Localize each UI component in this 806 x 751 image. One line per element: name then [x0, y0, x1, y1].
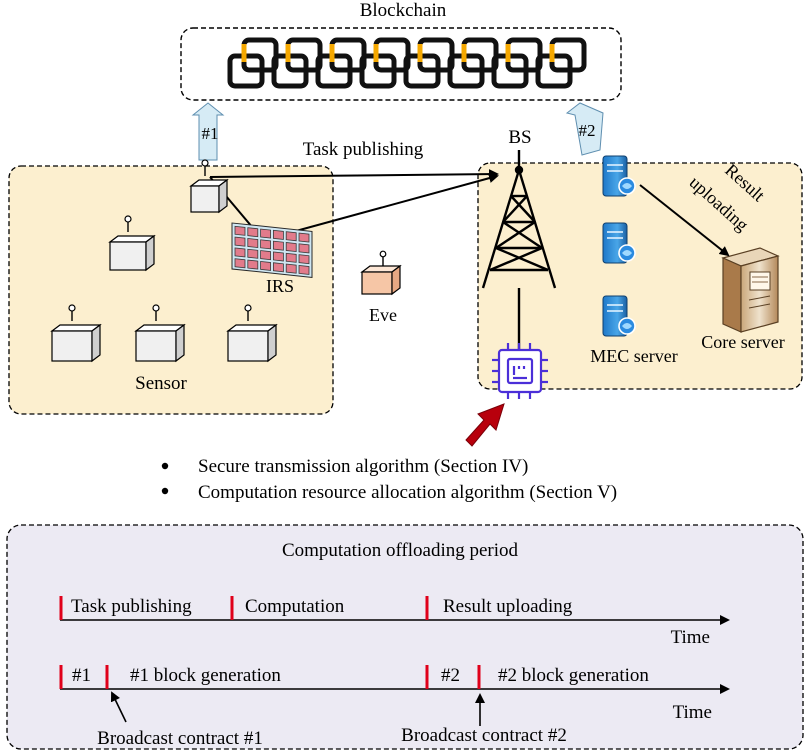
broadcast-contract-1-label: Broadcast contract #1	[97, 728, 263, 749]
mec-server-icon	[602, 295, 636, 337]
mec-server-icon	[602, 155, 636, 197]
timeline-2-block-generation-2: #2 block generation	[498, 665, 649, 686]
timeline-2-block-generation-1: #1 block generation	[130, 665, 281, 686]
task-publishing-label: Task publishing	[303, 139, 424, 160]
irs-element	[234, 247, 246, 258]
irs-element	[260, 260, 272, 271]
bullet-dot	[161, 487, 169, 495]
irs-element	[234, 236, 246, 247]
irs-element	[247, 227, 259, 238]
edge-area-panel	[477, 162, 803, 390]
irs-element	[247, 238, 259, 248]
link-2-label: #2	[579, 121, 596, 140]
irs-element	[298, 254, 310, 265]
irs-element	[273, 240, 284, 251]
chain-link	[315, 37, 367, 89]
period-title: Computation offloading period	[282, 540, 519, 561]
blockchain-box	[180, 27, 622, 101]
upload-arrow-2	[565, 102, 604, 156]
irs-element	[234, 225, 246, 236]
core-server-icon	[721, 247, 780, 333]
irs-element	[260, 239, 272, 250]
irs-element	[298, 232, 310, 243]
link-1-label: #1	[202, 124, 219, 143]
blockchain-chain-icon	[227, 37, 587, 89]
processor-chip-icon	[492, 343, 548, 399]
irs-element	[273, 251, 284, 262]
chain-link	[535, 37, 587, 89]
irs-element	[247, 259, 259, 270]
sensor-device-icon	[226, 304, 278, 363]
irs-element	[298, 264, 310, 275]
upload-arrow-1	[191, 102, 225, 161]
eve-icon	[360, 250, 402, 296]
bs-label: BS	[508, 127, 531, 148]
sensor-label: Sensor	[135, 373, 187, 394]
sensor-device-icon	[108, 215, 156, 272]
irs-element	[260, 228, 272, 239]
irs-element	[247, 248, 259, 259]
irs-element	[298, 243, 310, 254]
core-server-label: Core server	[701, 332, 784, 352]
base-station-tower-icon	[481, 150, 557, 350]
offloading-period-panel	[6, 524, 804, 750]
broadcast-contract-1-arrow	[110, 691, 127, 723]
irs-element	[273, 262, 284, 273]
irs-element	[273, 229, 284, 240]
irs-element	[285, 242, 297, 252]
timeline-1-result-uploading: Result uploading	[443, 596, 573, 617]
bullet-dot	[161, 462, 169, 470]
irs-icon	[231, 222, 313, 278]
sensor-device-icon	[134, 304, 186, 363]
timeline-2-slot-1: #1	[72, 665, 91, 686]
broadcast-contract-2-label: Broadcast contract #2	[401, 725, 567, 746]
sensor-device-icon	[50, 304, 102, 363]
timeline-2-slot-2: #2	[441, 665, 460, 686]
mec-server-label: MEC server	[590, 346, 677, 366]
sensor-device-icon	[189, 159, 229, 214]
timeline-1-time-label: Time	[671, 627, 710, 648]
blockchain-label: Blockchain	[360, 0, 447, 21]
result-uploading-arrow	[639, 184, 730, 257]
algorithm-pointer-arrow	[465, 403, 505, 447]
irs-element	[285, 231, 297, 242]
irs-label: IRS	[266, 276, 294, 296]
mec-server-icon	[602, 222, 636, 264]
irs-element	[260, 250, 272, 261]
timeline-1-computation: Computation	[245, 596, 345, 617]
irs-element	[285, 263, 297, 274]
bullet-secure-transmission: Secure transmission algorithm (Section I…	[198, 456, 528, 477]
irs-element	[285, 252, 297, 263]
timeline-1-task-publishing: Task publishing	[71, 596, 192, 617]
eve-label: Eve	[369, 305, 397, 325]
bullet-resource-allocation: Computation resource allocation algorith…	[198, 482, 617, 503]
irs-element	[234, 258, 246, 269]
timeline-2-time-label: Time	[673, 702, 712, 723]
